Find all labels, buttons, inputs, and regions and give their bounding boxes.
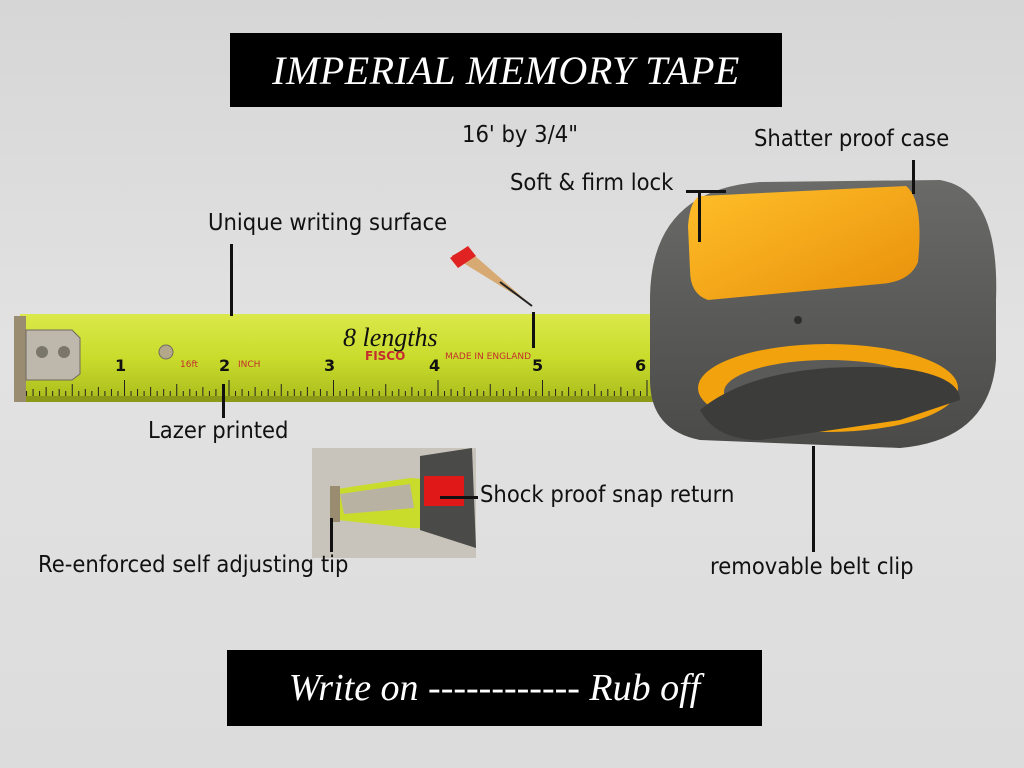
tape-case (650, 180, 997, 448)
size-label: 16' by 3/4" (462, 122, 578, 148)
brand-text: FISCO (365, 349, 406, 363)
snap-return-label: Shock proof snap return (480, 482, 735, 508)
lazer-printed-label: Lazer printed (148, 418, 289, 444)
inch-mark-6: 6 (635, 356, 647, 375)
bottom-banner: Write on ------------ Rub off (227, 650, 762, 726)
inch-mark-2: 2 (219, 356, 231, 375)
writing-surface-label: Unique writing surface (208, 210, 448, 236)
ruler-ticks (19, 380, 648, 396)
tip-inset-photo (312, 448, 476, 558)
inch-mark-4: 4 (429, 356, 441, 375)
pointer-lazer (222, 384, 225, 418)
belt-clip-label: removable belt clip (710, 554, 914, 580)
inch-mark-3: 3 (324, 356, 336, 375)
pointer-case (912, 160, 915, 194)
lock-button (688, 186, 920, 300)
tape-blade (19, 314, 660, 402)
pointer-pencil (532, 312, 535, 348)
handwriting-text: 8 lengths (343, 323, 438, 352)
small-print-16ft: 16ft (180, 360, 198, 370)
title-banner: IMPERIAL MEMORY TAPE (230, 33, 782, 107)
made-in-text: MADE IN ENGLAND (445, 352, 532, 362)
pointer-writing (230, 244, 233, 316)
small-print-inch: INCH (238, 360, 261, 370)
tip-label: Re-enforced self adjusting tip (38, 552, 349, 578)
pencil-icon (450, 246, 533, 307)
lock-label: Soft & firm lock (510, 170, 674, 196)
rivet-icon (158, 344, 174, 360)
pointer-lock (686, 190, 726, 193)
belt-clip (700, 366, 960, 440)
pointer-clip (812, 446, 815, 552)
metal-tip (14, 316, 81, 402)
pointer-tip (330, 518, 333, 552)
pointer-snap (440, 496, 478, 499)
inch-mark-5: 5 (532, 356, 544, 375)
case-label: Shatter proof case (754, 126, 950, 152)
pointer-lock-drop (698, 190, 701, 242)
inch-mark-1: 1 (115, 356, 127, 375)
